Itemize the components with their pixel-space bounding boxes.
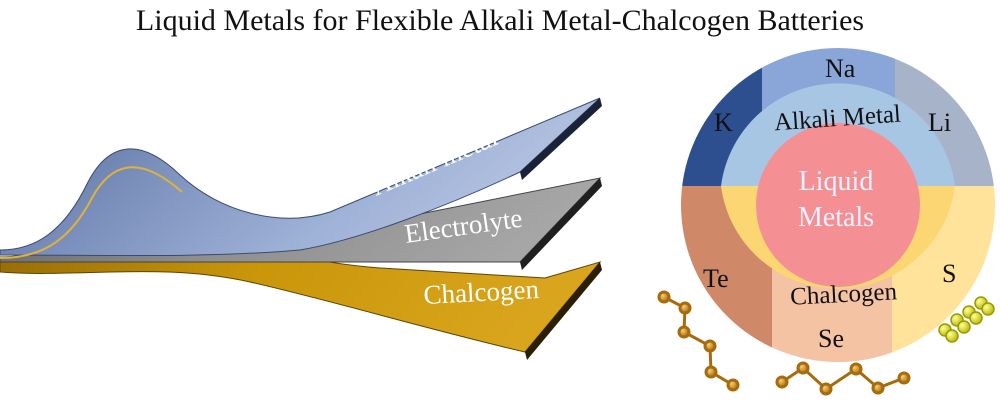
electrolyte-edge [520,178,602,270]
center-label-line1: Liquid [799,166,874,197]
se-chain-molecule [775,361,911,396]
element-s: S [942,259,956,288]
center-label-line2: Metals [798,202,874,233]
element-li: Li [928,108,951,137]
element-na: Na [825,54,856,83]
layer-rim-highlight [0,166,183,259]
battery-layers [0,97,602,360]
s8-ring-molecule [938,296,995,343]
label-chalcogen: Chalcogen [423,274,540,310]
chalcogen-edge [525,262,602,360]
alkali-layer [0,97,601,257]
center-liquid-metals [756,123,920,287]
element-te: Te [703,264,729,293]
alkali-edge [520,98,602,180]
ring-label-chalcogen: Chalcogen [790,278,899,311]
element-se: Se [818,324,844,353]
liquid-metal-circle [681,48,995,362]
element-k: K [714,108,733,137]
te-chain-molecule [657,290,740,392]
page-title: Liquid Metals for Flexible Alkali Metal-… [135,4,865,37]
